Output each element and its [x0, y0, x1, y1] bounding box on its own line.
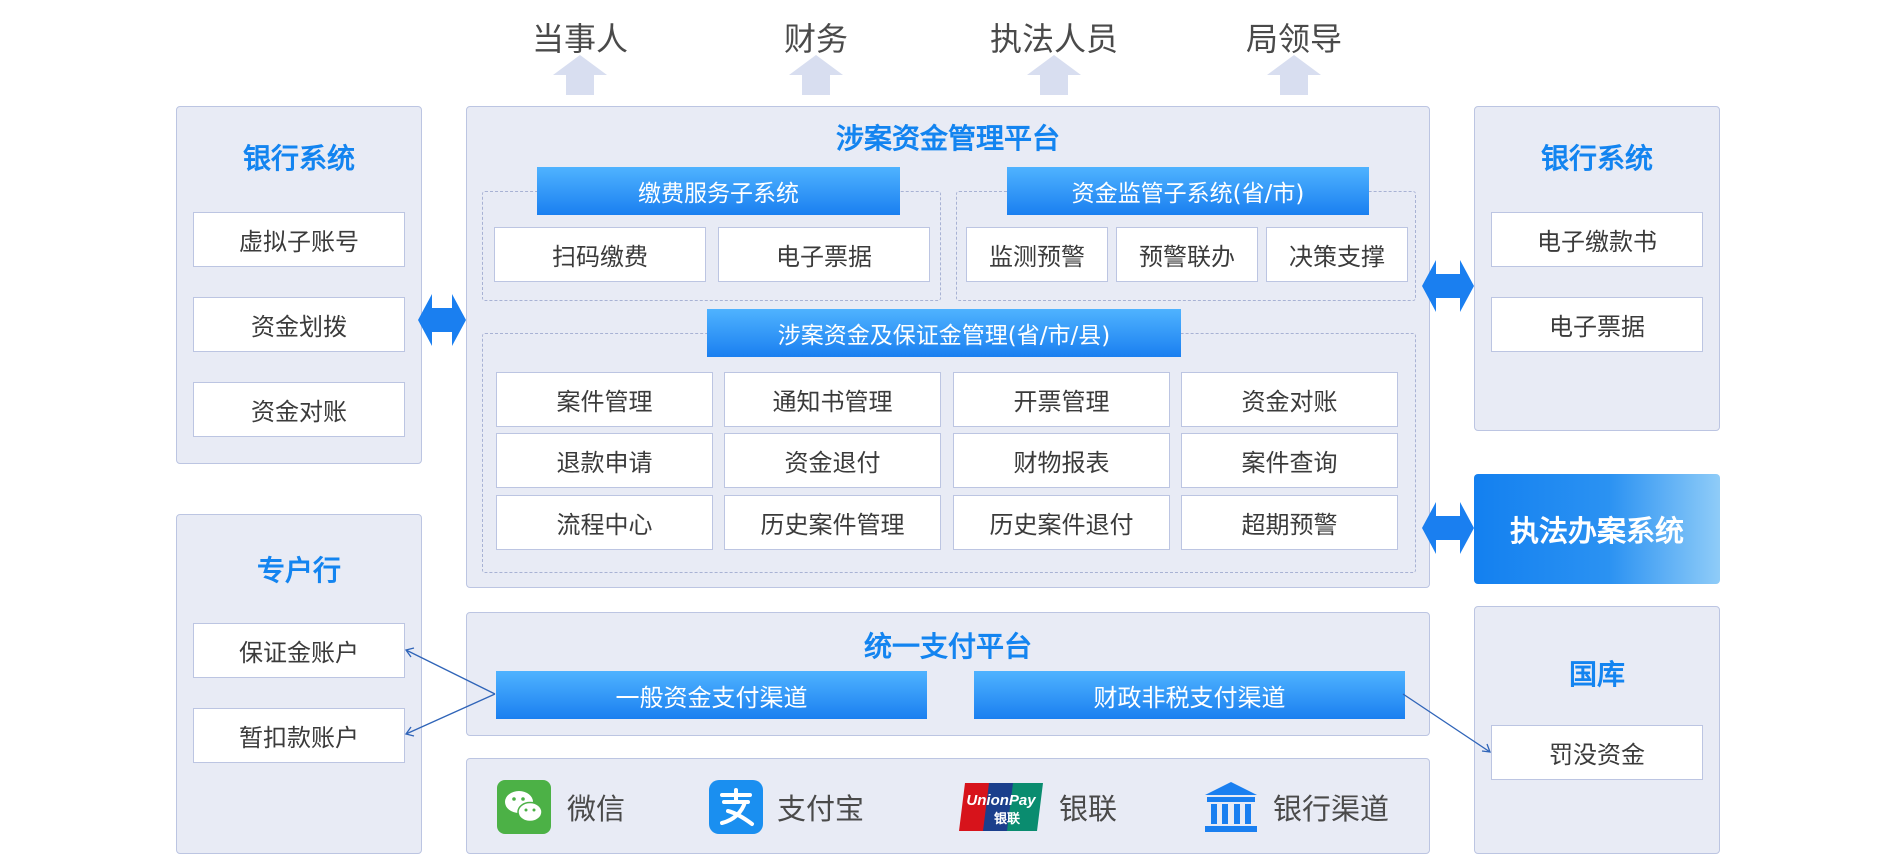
unified-payment-panel: 统一支付平台 一般资金支付渠道 财政非税支付渠道	[466, 612, 1430, 736]
law-enforcement-system: 执法办案系统	[1474, 474, 1720, 584]
fund-return-box: 资金退付	[724, 433, 941, 488]
left-bank-title: 银行系统	[242, 142, 355, 175]
bank-icon	[1205, 782, 1257, 832]
decision-support-box: 决策支撑	[1266, 227, 1408, 282]
management-header: 涉案资金及保证金管理(省/市/县)	[707, 309, 1181, 357]
treasury-panel: 国库 罚没资金	[1474, 606, 1720, 854]
up-arrow-icon	[1267, 55, 1321, 95]
up-arrow-icon	[1027, 55, 1081, 95]
refund-request-box: 退款申请	[496, 433, 713, 488]
right-e-bill-box: 电子票据	[1491, 297, 1703, 352]
actor-law-enforcer: 执法人员	[989, 20, 1118, 58]
unionpay-logo-cn: 银联	[994, 811, 1020, 827]
treasury-title: 国库	[1568, 658, 1625, 691]
right-bank-title: 银行系统	[1540, 142, 1653, 175]
scan-pay-box: 扫码缴费	[494, 227, 706, 282]
withheld-account-box: 暂扣款账户	[193, 708, 405, 763]
case-query-box: 案件查询	[1181, 433, 1398, 488]
platform-title: 涉案资金管理平台	[835, 122, 1060, 155]
case-fund-platform-panel: 涉案资金管理平台 缴费服务子系统 扫码缴费 电子票据 资金监管子系统(省/市) …	[466, 106, 1430, 588]
e-bill-box: 电子票据	[718, 227, 930, 282]
property-report-box: 财物报表	[953, 433, 1170, 488]
confiscated-funds-box: 罚没资金	[1491, 725, 1703, 780]
bank-channel-label: 银行渠道	[1273, 792, 1390, 826]
alipay-label: 支付宝	[777, 792, 865, 826]
unionpay-logo-text: UnionPay	[966, 792, 1036, 809]
case-management-box: 案件管理	[496, 372, 713, 427]
up-arrow-icon	[553, 55, 607, 95]
fund-reconcile-box: 资金对账	[193, 382, 405, 437]
fund-transfer-box: 资金划拨	[193, 297, 405, 352]
payment-platform-title: 统一支付平台	[863, 630, 1032, 663]
fee-subsystem-header: 缴费服务子系统	[537, 167, 900, 215]
deposit-account-box: 保证金账户	[193, 623, 405, 678]
alipay-icon	[709, 780, 763, 834]
actor-party: 当事人	[531, 20, 628, 58]
overdue-warning-box: 超期预警	[1181, 495, 1398, 550]
invoice-management-box: 开票管理	[953, 372, 1170, 427]
top-arrows	[553, 55, 1321, 95]
non-tax-payment-channel: 财政非税支付渠道	[974, 671, 1405, 719]
history-case-refund-box: 历史案件退付	[953, 495, 1170, 550]
left-bank-panel: 银行系统 虚拟子账号 资金划拨 资金对账	[176, 106, 422, 464]
up-arrow-icon	[789, 55, 843, 95]
notice-management-box: 通知书管理	[724, 372, 941, 427]
unionpay-label: 银联	[1059, 792, 1118, 826]
special-bank-panel: 专户行 保证金账户 暂扣款账户	[176, 514, 422, 854]
general-payment-channel: 一般资金支付渠道	[496, 671, 927, 719]
payment-methods-panel: 微信 支付宝 UnionPay 银联 银联 银行渠道	[466, 758, 1430, 854]
monitor-warning-box: 监测预警	[966, 227, 1108, 282]
wechat-label: 微信	[567, 792, 626, 826]
fund-reconcile-mgmt-box: 资金对账	[1181, 372, 1398, 427]
actor-finance: 财务	[783, 20, 848, 58]
e-payment-letter-box: 电子缴款书	[1491, 212, 1703, 267]
workflow-center-box: 流程中心	[496, 495, 713, 550]
history-case-mgmt-box: 历史案件管理	[724, 495, 941, 550]
wechat-icon	[497, 780, 551, 834]
right-bank-panel: 银行系统 电子缴款书 电子票据	[1474, 106, 1720, 431]
joint-handling-box: 预警联办	[1116, 227, 1258, 282]
actor-bureau-leader: 局领导	[1245, 20, 1342, 58]
supervision-subsystem-header: 资金监管子系统(省/市)	[1007, 167, 1369, 215]
double-arrow-icon	[418, 294, 466, 346]
unionpay-icon: UnionPay 银联	[959, 783, 1043, 831]
special-bank-title: 专户行	[256, 554, 341, 587]
virtual-sub-account-box: 虚拟子账号	[193, 212, 405, 267]
